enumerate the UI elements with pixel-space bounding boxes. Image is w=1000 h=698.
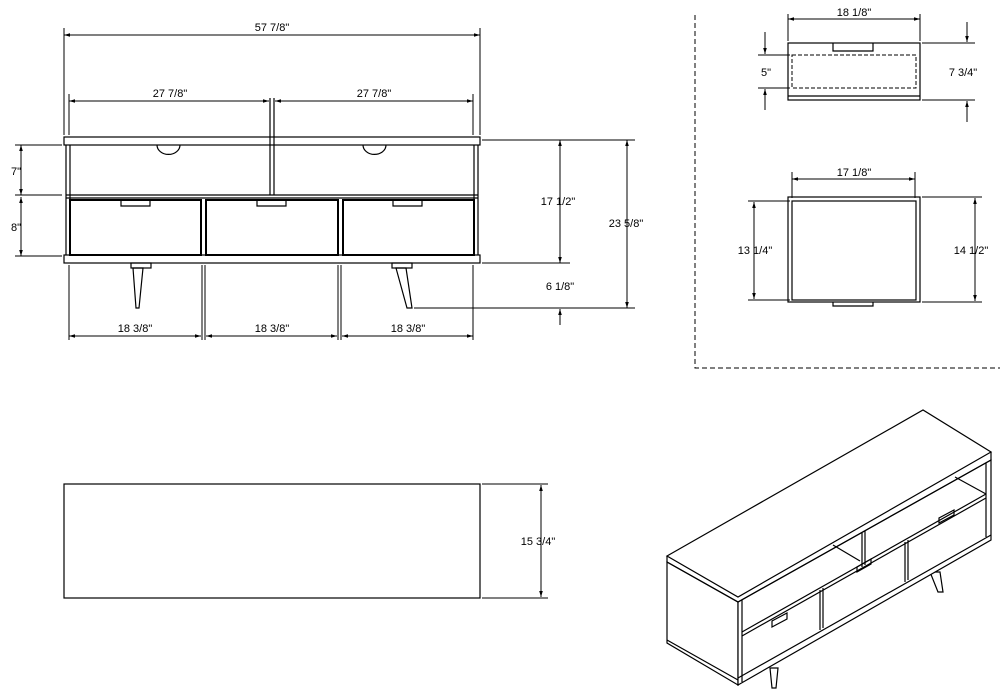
dim-half-width-left: 27 7/8" — [153, 88, 188, 100]
detail-border — [694, 15, 1000, 369]
leg — [395, 267, 413, 309]
top-view: 15 3/4" — [63, 483, 556, 599]
drawer-handle — [120, 200, 151, 207]
dim-outer-depth: 14 1/2" — [954, 245, 989, 257]
dim-outer-height: 7 3/4" — [949, 67, 977, 79]
drawer-front — [205, 199, 339, 256]
drawer-front — [342, 199, 475, 256]
isometric-view — [665, 409, 993, 689]
dim-drawer-width: 18 3/8" — [118, 323, 153, 335]
drawer-handle — [256, 200, 287, 207]
dim-half-width-right: 27 7/8" — [357, 88, 392, 100]
dim-body-height: 17 1/2" — [541, 196, 576, 208]
dim-inner-height: 5" — [761, 67, 771, 79]
bottom-slab — [63, 254, 481, 264]
drawer-handle — [938, 509, 955, 524]
drawer-handle — [856, 557, 872, 574]
drawer-side-view: 18 1/8" 5" 7 3/4" — [758, 7, 977, 122]
dim-shelf-height: 7" — [11, 166, 21, 178]
leg — [132, 267, 144, 309]
drawer-front — [69, 199, 202, 256]
dim-depth: 15 3/4" — [521, 536, 556, 548]
dim-overall-width: 57 7/8" — [255, 22, 290, 34]
dim-drawer-width: 18 1/8" — [837, 7, 872, 19]
drawer-handle — [392, 200, 423, 207]
drawer-handle — [832, 302, 874, 307]
leg — [769, 667, 779, 689]
drawer-top-view: 17 1/8" 13 1/4" 14 1/2" — [738, 167, 989, 307]
drawer-handle — [771, 612, 788, 628]
dim-drawer-width: 18 3/8" — [255, 323, 290, 335]
cable-cutout — [156, 144, 181, 155]
dim-overall-height: 23 5/8" — [609, 218, 644, 230]
drawer-handle — [832, 43, 874, 52]
front-view: 57 7/8" 27 7/8" 27 7/8" 7" 8" 17 1/2" 23… — [11, 22, 643, 340]
dim-drawer-inner-width: 17 1/8" — [837, 167, 872, 179]
dim-drawer-width: 18 3/8" — [391, 323, 426, 335]
dim-drawer-height: 8" — [11, 222, 21, 234]
dim-inner-depth: 13 1/4" — [738, 245, 773, 257]
top-slab — [63, 136, 481, 146]
leg — [929, 571, 944, 593]
dim-leg-height: 6 1/8" — [546, 281, 574, 293]
cable-cutout — [362, 144, 387, 155]
